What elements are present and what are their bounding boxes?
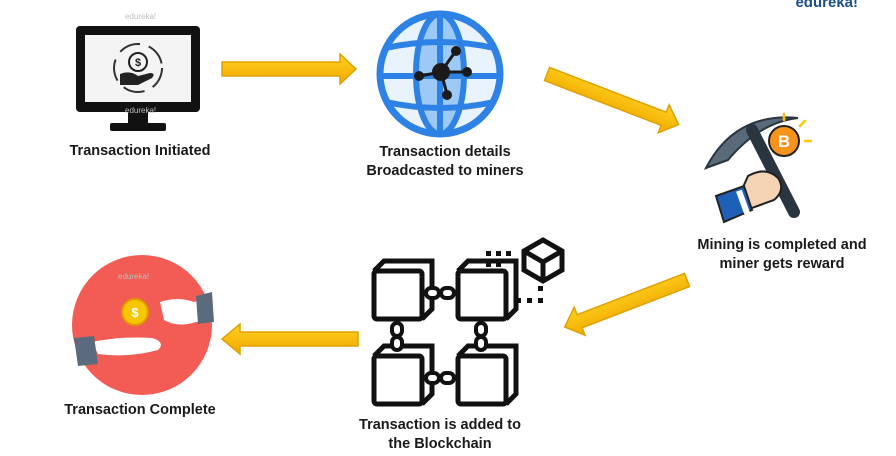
arrow-blockchain-to-complete — [220, 322, 359, 356]
svg-text:$: $ — [135, 57, 141, 69]
step-initiated-label: Transaction Initiated — [69, 143, 211, 159]
step-complete-label: Transaction Complete — [64, 402, 216, 418]
blockchain-icon — [371, 237, 565, 407]
watermark: edureka! — [125, 12, 157, 21]
step-broadcast-label: Transaction details Broadcasted to miner… — [366, 144, 524, 179]
blockchain-dots-icon — [486, 251, 543, 303]
svg-text:$: $ — [131, 305, 139, 320]
brand-logo: edureka! — [795, 0, 858, 11]
watermark: edureka! — [118, 272, 150, 281]
step-added-label: Transaction is added to the Blockchain — [359, 417, 521, 452]
step-mining-label: Mining is completed and miner gets rewar… — [697, 237, 867, 272]
svg-text:B: B — [778, 132, 790, 151]
arrow-initiated-to-broadcast — [221, 52, 358, 86]
monitor-dollar-icon: $ — [76, 26, 200, 131]
arrow-mining-to-blockchain — [563, 272, 691, 337]
watermark: edureka! — [125, 106, 157, 115]
coin-handover-icon: $ — [72, 255, 214, 395]
pickaxe-bitcoin-icon: B — [703, 112, 813, 224]
globe-network-icon — [376, 10, 504, 138]
arrow-broadcast-to-mining — [543, 66, 680, 135]
